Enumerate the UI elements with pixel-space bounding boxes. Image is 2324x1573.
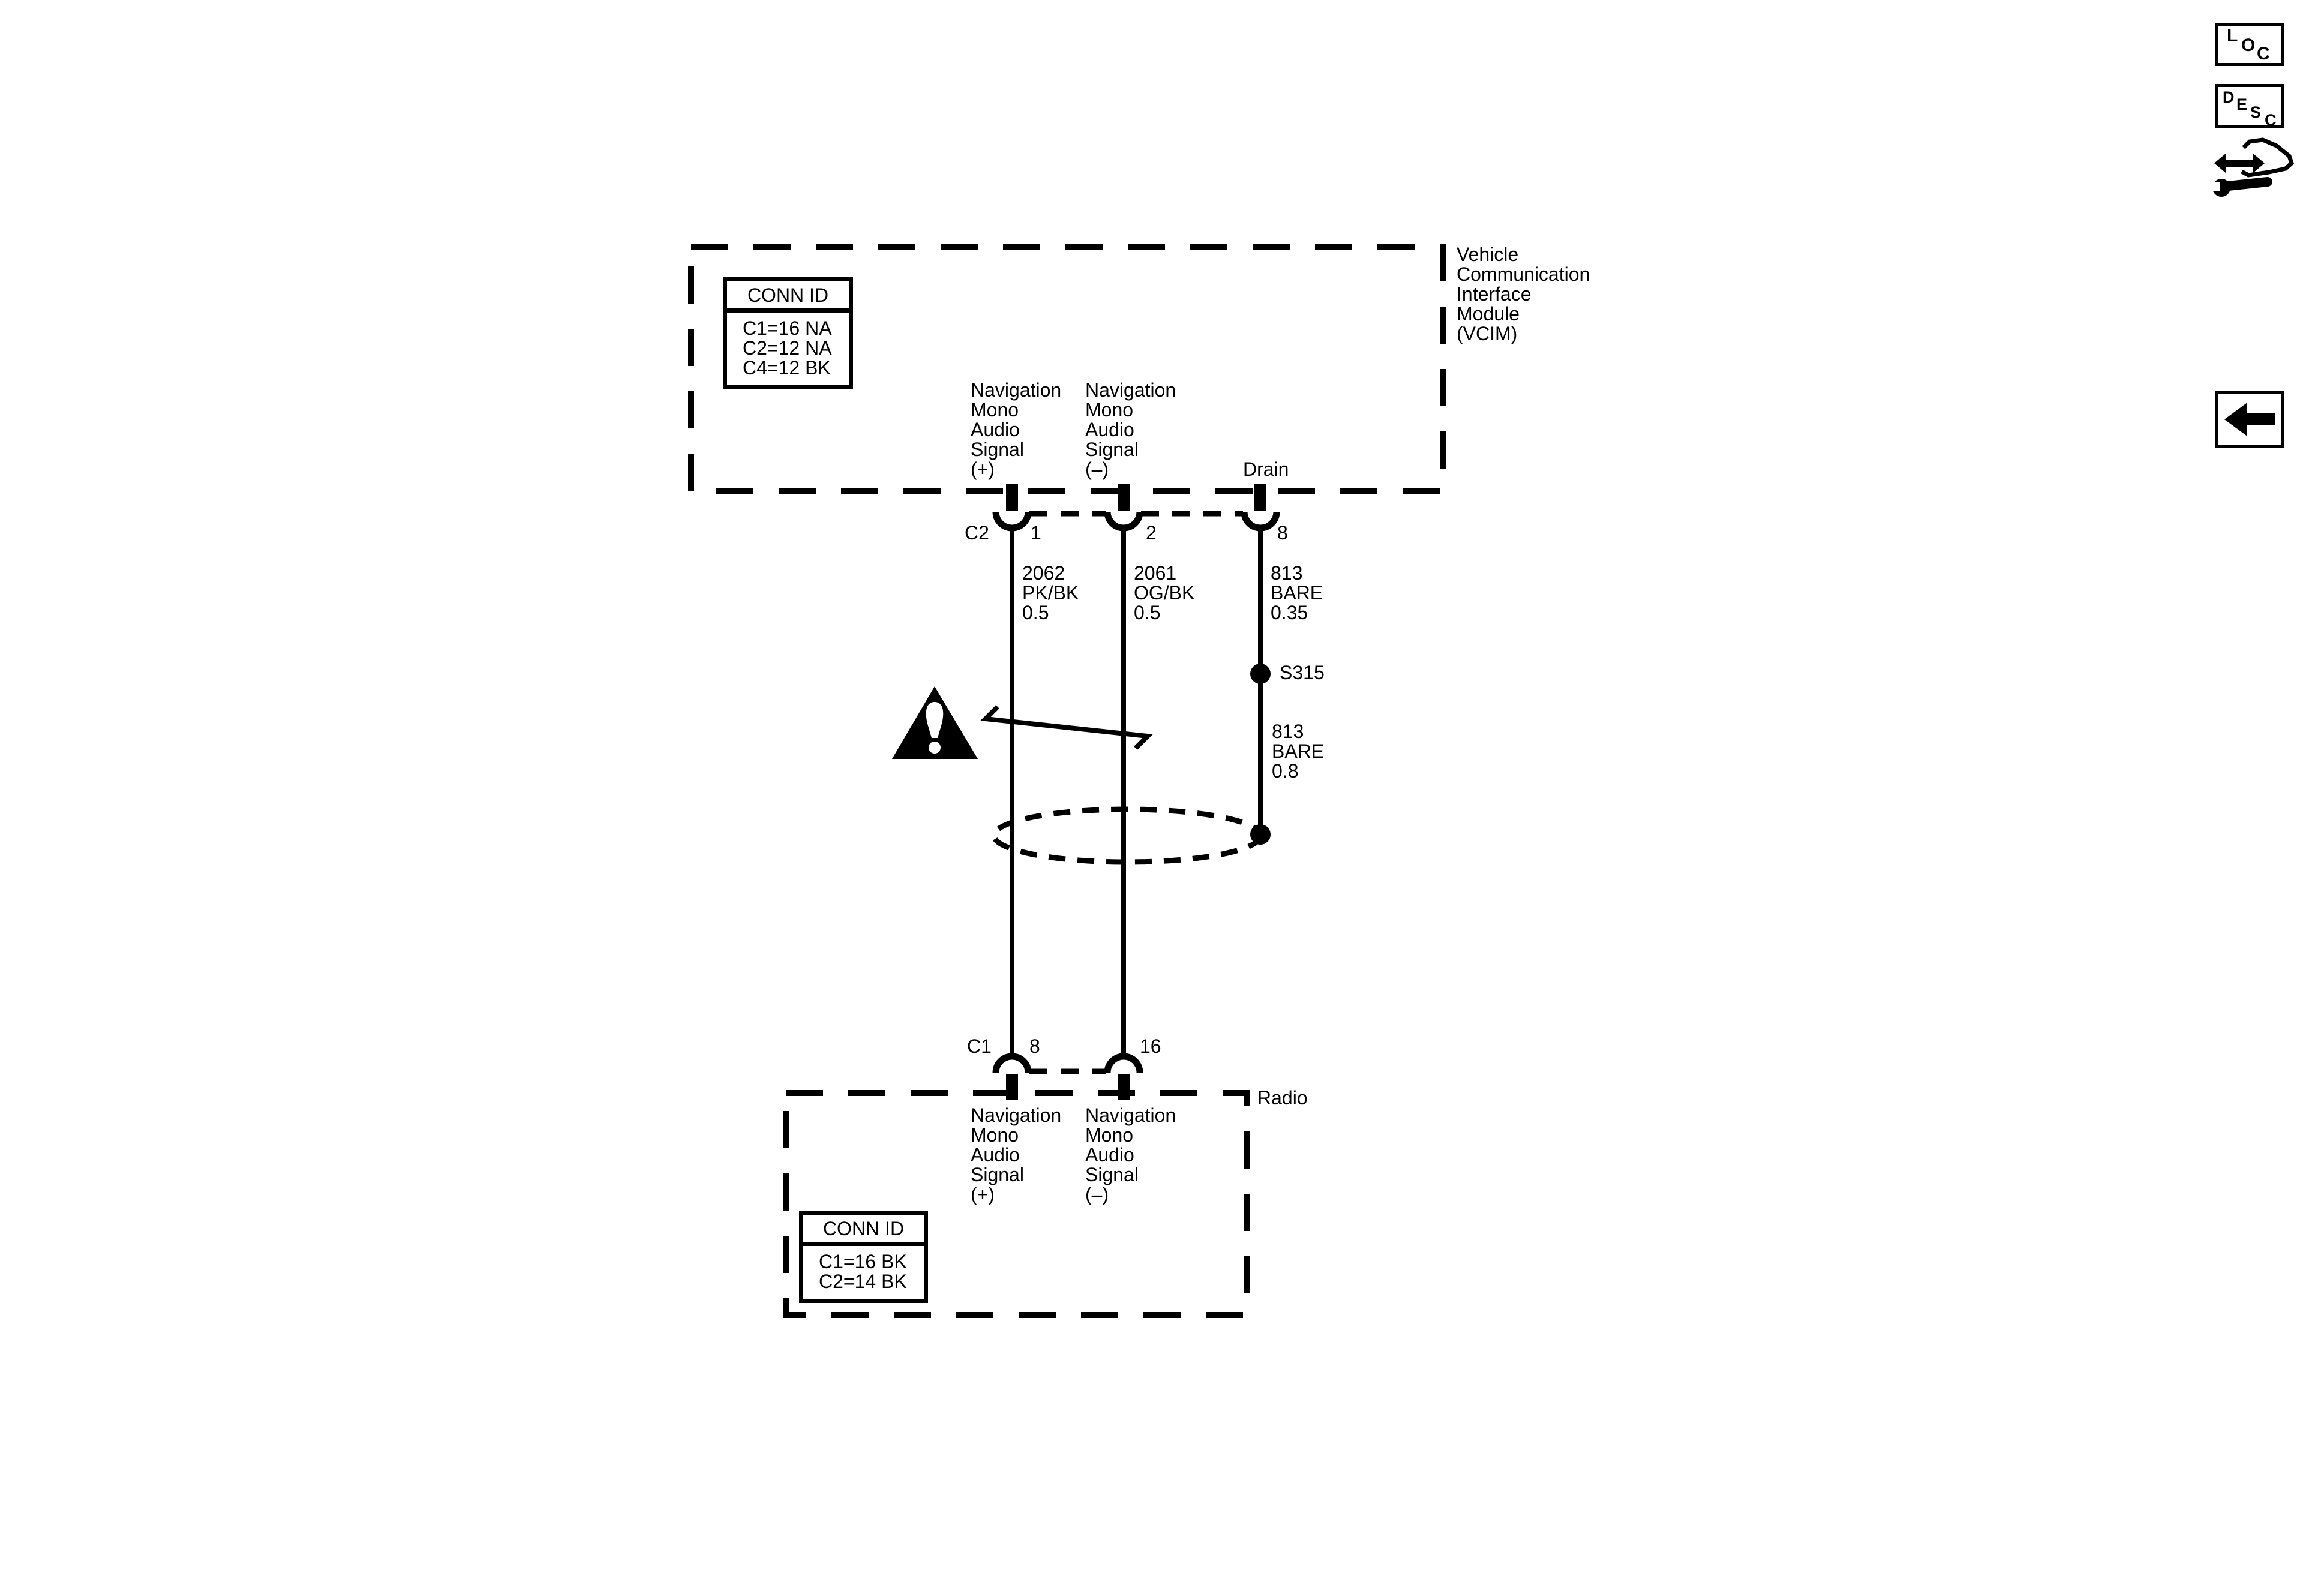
conn-id-row: C2=12 NA bbox=[743, 337, 832, 359]
vcim-connector-label: C2 bbox=[965, 522, 989, 544]
radio-signal-plus-label: Navigation Mono Audio Signal (+) bbox=[971, 1104, 1062, 1205]
terminal-cup bbox=[1241, 511, 1280, 532]
radio-title: Radio bbox=[1257, 1087, 1308, 1109]
pin-number: 8 bbox=[1029, 1035, 1040, 1057]
conn-id-row: C4=12 BK bbox=[743, 357, 831, 379]
conn-id-rows: C1=16 BK C2=14 BK bbox=[803, 1246, 924, 1299]
vcim-title: Vehicle Communication Interface Module (… bbox=[1457, 244, 1590, 344]
radio-conn-id-table: CONN ID C1=16 BK C2=14 BK bbox=[799, 1211, 928, 1303]
conn-id-row: C2=14 BK bbox=[819, 1271, 907, 1292]
terminal-cup bbox=[1104, 511, 1143, 532]
wrench-arrow-icon bbox=[2212, 137, 2295, 197]
twisted-pair-marker bbox=[980, 705, 1153, 750]
wire-label-minus: 2061 OG/BK 0.5 bbox=[1134, 562, 1195, 623]
conn-id-header: CONN ID bbox=[803, 1215, 924, 1246]
loc-button[interactable]: L O C bbox=[2215, 23, 2284, 66]
terminal-cup bbox=[992, 1053, 1032, 1073]
splice-dot bbox=[1250, 664, 1271, 684]
radio-connector-label: C1 bbox=[967, 1035, 992, 1057]
vcim-conn-id-table: CONN ID C1=16 NA C2=12 NA C4=12 BK bbox=[723, 277, 853, 389]
conn-id-row: C1=16 NA bbox=[743, 317, 832, 339]
back-button[interactable] bbox=[2215, 391, 2284, 448]
vcim-drain-label: Drain bbox=[1243, 458, 1289, 480]
pin-number: 1 bbox=[1031, 522, 1041, 544]
wire-label-plus: 2062 PK/BK 0.5 bbox=[1022, 562, 1079, 623]
terminal-cup bbox=[992, 511, 1032, 532]
pin-number: 2 bbox=[1146, 522, 1157, 544]
pin-number: 16 bbox=[1140, 1035, 1161, 1057]
wire-label-drain-upper: 813 BARE 0.35 bbox=[1271, 562, 1323, 623]
radio-signal-minus-label: Navigation Mono Audio Signal (–) bbox=[1085, 1104, 1176, 1205]
shield-ellipse bbox=[991, 806, 1263, 865]
vcim-signal-plus-label: Navigation Mono Audio Signal (+) bbox=[971, 379, 1062, 480]
warning-icon bbox=[892, 686, 978, 759]
vcim-signal-minus-label: Navigation Mono Audio Signal (–) bbox=[1085, 379, 1176, 480]
splice-label: S315 bbox=[1280, 662, 1325, 683]
vcim-box bbox=[688, 244, 1446, 494]
back-arrow-icon bbox=[2224, 403, 2275, 436]
terminal-cup bbox=[1104, 1053, 1143, 1073]
conn-id-header: CONN ID bbox=[727, 281, 849, 313]
wire-label-drain-lower: 813 BARE 0.8 bbox=[1272, 721, 1325, 782]
desc-button[interactable]: D E S C bbox=[2215, 84, 2284, 129]
conn-id-rows: C1=16 NA C2=12 NA C4=12 BK bbox=[727, 313, 849, 385]
radio-box bbox=[783, 1090, 1250, 1318]
pin-number: 8 bbox=[1277, 522, 1288, 544]
repair-instructions-icon[interactable] bbox=[2212, 137, 2295, 199]
conn-id-row: C1=16 BK bbox=[819, 1251, 907, 1272]
